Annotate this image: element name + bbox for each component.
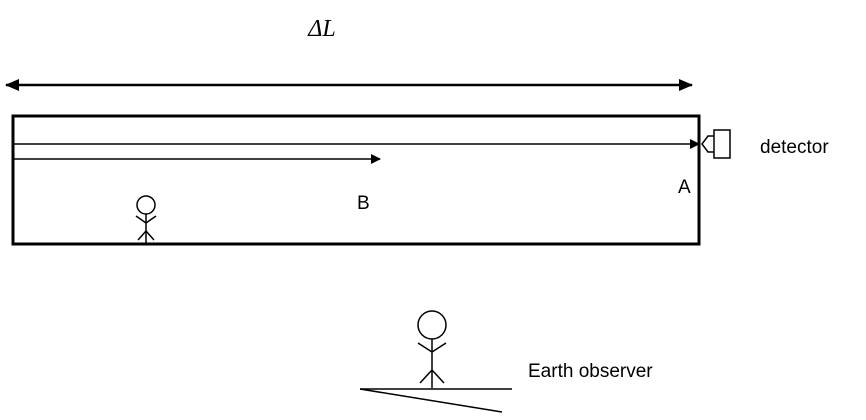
detector-icon: [701, 129, 731, 159]
detector-label: detector: [760, 137, 829, 158]
point-b-label: B: [357, 193, 370, 214]
ship-observer-figure: [135, 195, 157, 244]
earth-ground: [359, 388, 512, 413]
length-label: ΔL: [307, 16, 335, 42]
earth-observer-label: Earth observer: [528, 361, 653, 382]
point-a-label: A: [678, 177, 691, 198]
spaceship-box: [11, 114, 701, 246]
earth-observer-figure: [417, 310, 447, 388]
